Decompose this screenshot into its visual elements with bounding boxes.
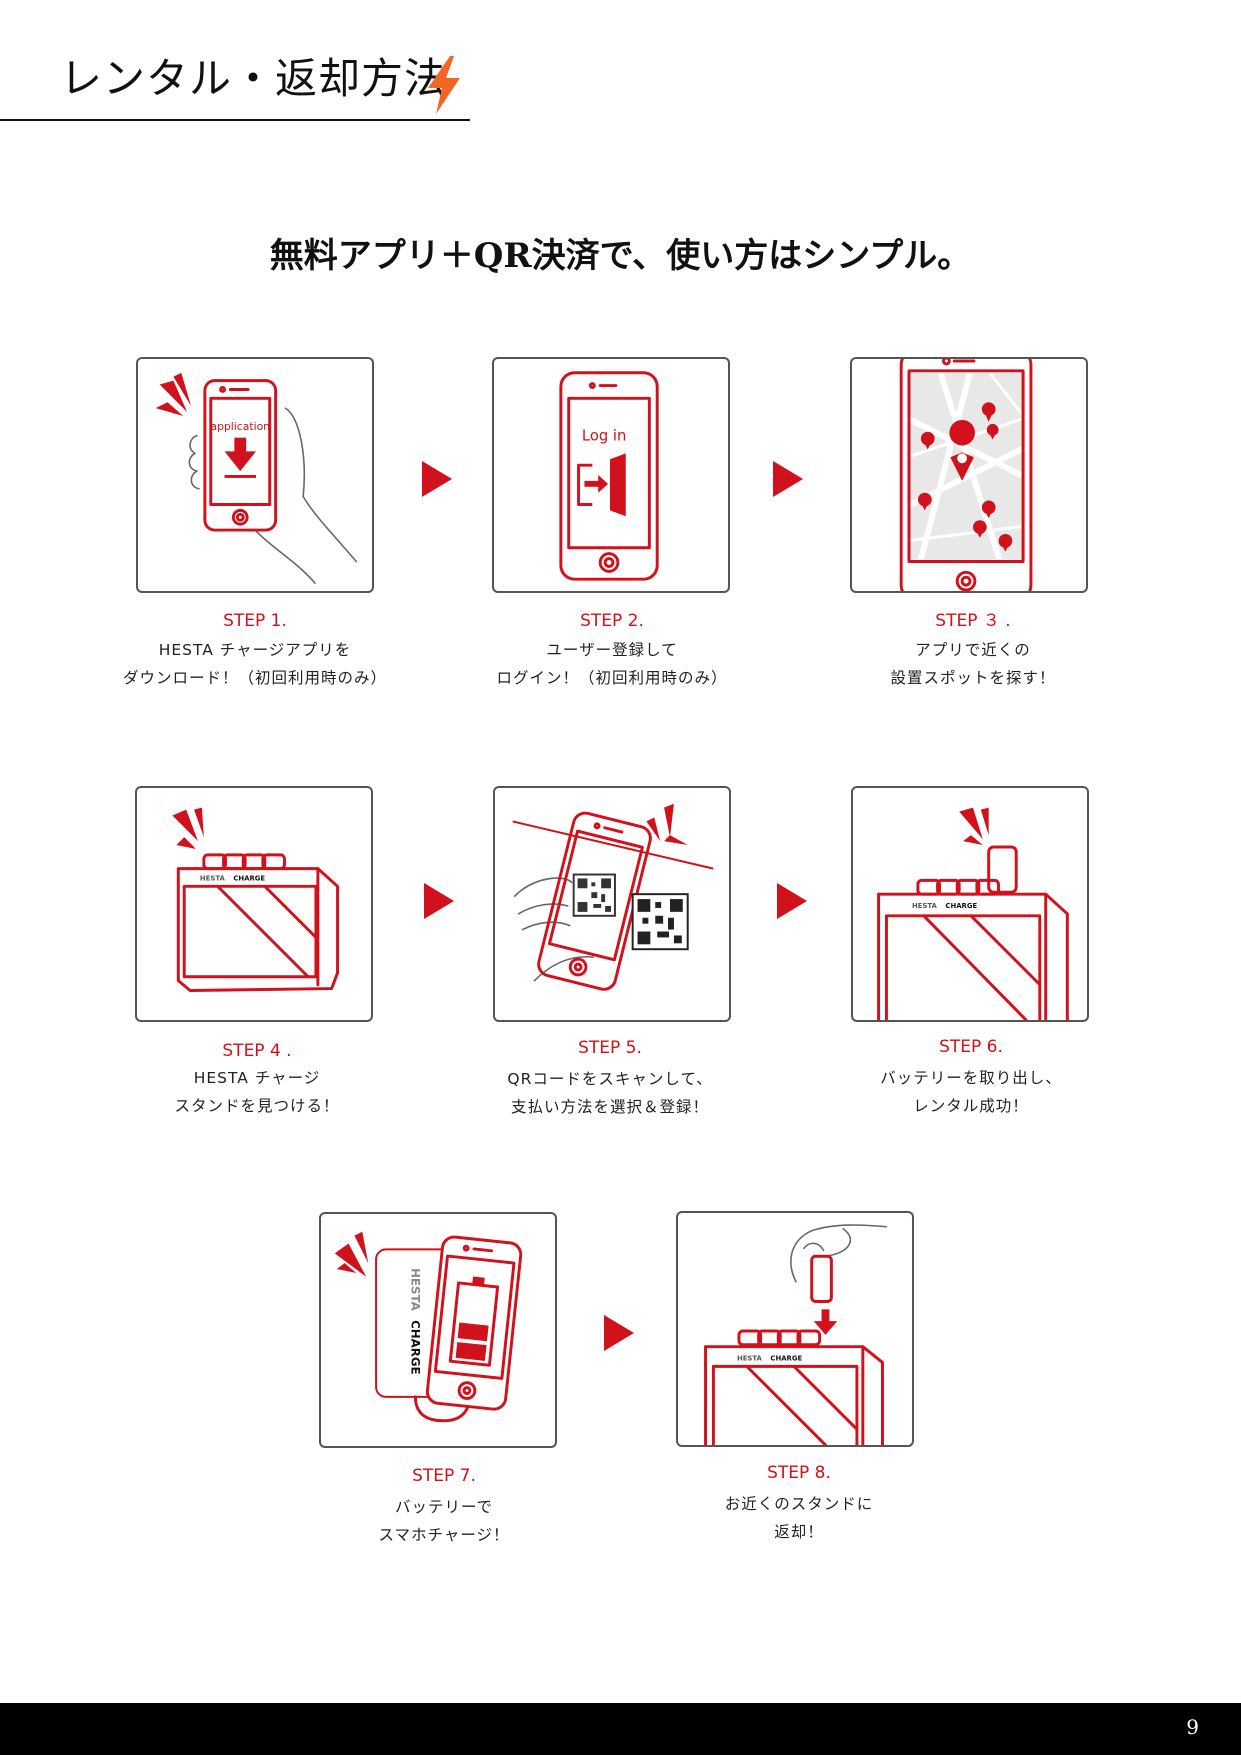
step-6-illustration: HESTA CHARGE xyxy=(851,786,1089,1022)
step-text-line2: 返却！ xyxy=(774,1523,824,1541)
lightning-bolt-icon xyxy=(428,56,460,114)
next-arrow-icon xyxy=(422,461,452,497)
step-3-caption: STEP ３ . アプリで近くの 設置スポットを探す！ xyxy=(808,610,1138,692)
login-screen-label: Log in xyxy=(582,428,626,445)
step-text-line2: スタンドを見つける！ xyxy=(174,1097,340,1115)
brand-left-label: HESTA xyxy=(408,1268,422,1312)
step-4-illustration: HESTA CHARGE xyxy=(135,786,373,1022)
brand-left-label: HESTA xyxy=(200,874,226,882)
step-6-caption: STEP 6. バッテリーを取り出し、 レンタル成功！ xyxy=(806,1036,1136,1120)
step-label: STEP 4 . xyxy=(222,1041,292,1061)
step-8-illustration: HESTA CHARGE xyxy=(676,1211,914,1447)
step-label: STEP 5. xyxy=(578,1038,642,1058)
step-text-line2: スマホチャージ！ xyxy=(378,1526,510,1544)
step-label: STEP ３ . xyxy=(935,611,1011,631)
step-text-line2: 設置スポットを探す！ xyxy=(890,669,1056,687)
step-label: STEP 2. xyxy=(580,611,644,631)
step-label: STEP 7. xyxy=(412,1466,476,1486)
step-text-line1: バッテリーで xyxy=(394,1498,494,1516)
page-subtitle: 無料アプリ＋QR決済で、使い方はシンプル。 xyxy=(269,236,972,276)
brand-left-label: HESTA xyxy=(912,902,938,910)
step-text-line2: ダウンロード！（初回利用時のみ） xyxy=(122,669,387,687)
step-text-line1: バッテリーを取り出し、 xyxy=(880,1069,1062,1087)
next-arrow-icon xyxy=(604,1315,634,1351)
step-text-line2: 支払い方法を選択＆登録！ xyxy=(510,1098,709,1116)
app-screen-label: application xyxy=(210,420,270,433)
step-1-caption: STEP 1. HESTA チャージアプリを ダウンロード！（初回利用時のみ） xyxy=(90,610,420,692)
step-text-line1: アプリで近くの xyxy=(915,641,1031,659)
brand-right-label: CHARGE xyxy=(770,1354,802,1362)
step-7-illustration: HESTA CHARGE xyxy=(319,1212,557,1448)
brand-left-label: HESTA xyxy=(737,1354,763,1362)
step-label: STEP 6. xyxy=(939,1037,1003,1057)
step-5-caption: STEP 5. QRコードをスキャンして、 支払い方法を選択＆登録！ xyxy=(445,1037,775,1121)
step-text-line1: HESTA チャージ xyxy=(193,1069,321,1087)
step-text-line1: ユーザー登録して xyxy=(546,641,678,659)
step-3-illustration xyxy=(850,357,1088,593)
page-footer: 9 xyxy=(0,1703,1241,1755)
brand-right-label: CHARGE xyxy=(945,902,977,910)
step-text-line1: HESTA チャージアプリを xyxy=(158,641,352,659)
brand-right-label: CHARGE xyxy=(233,874,265,882)
page-number: 9 xyxy=(1186,1715,1199,1739)
step-7-caption: STEP 7. バッテリーで スマホチャージ！ xyxy=(279,1465,609,1549)
page-title: レンタル・返却方法 xyxy=(60,54,448,103)
next-arrow-icon xyxy=(424,883,454,919)
step-2-illustration: Log in xyxy=(492,357,730,593)
step-4-caption: STEP 4 . HESTA チャージ スタンドを見つける！ xyxy=(92,1040,422,1120)
title-underline xyxy=(0,119,470,121)
brand-right-label: CHARGE xyxy=(408,1320,422,1374)
next-arrow-icon xyxy=(773,461,803,497)
step-text-line2: ログイン！（初回利用時のみ） xyxy=(496,669,728,687)
next-arrow-icon xyxy=(777,883,807,919)
step-5-illustration xyxy=(493,786,731,1022)
step-label: STEP 1. xyxy=(223,611,287,631)
step-text-line1: QRコードをスキャンして、 xyxy=(507,1070,713,1088)
step-text-line1: お近くのスタンドに xyxy=(724,1495,874,1513)
step-label: STEP 8. xyxy=(767,1463,831,1483)
step-8-caption: STEP 8. お近くのスタンドに 返却！ xyxy=(634,1462,964,1546)
step-2-caption: STEP 2. ユーザー登録して ログイン！（初回利用時のみ） xyxy=(447,610,777,692)
step-1-illustration: application xyxy=(136,357,374,593)
step-text-line2: レンタル成功！ xyxy=(913,1097,1029,1115)
